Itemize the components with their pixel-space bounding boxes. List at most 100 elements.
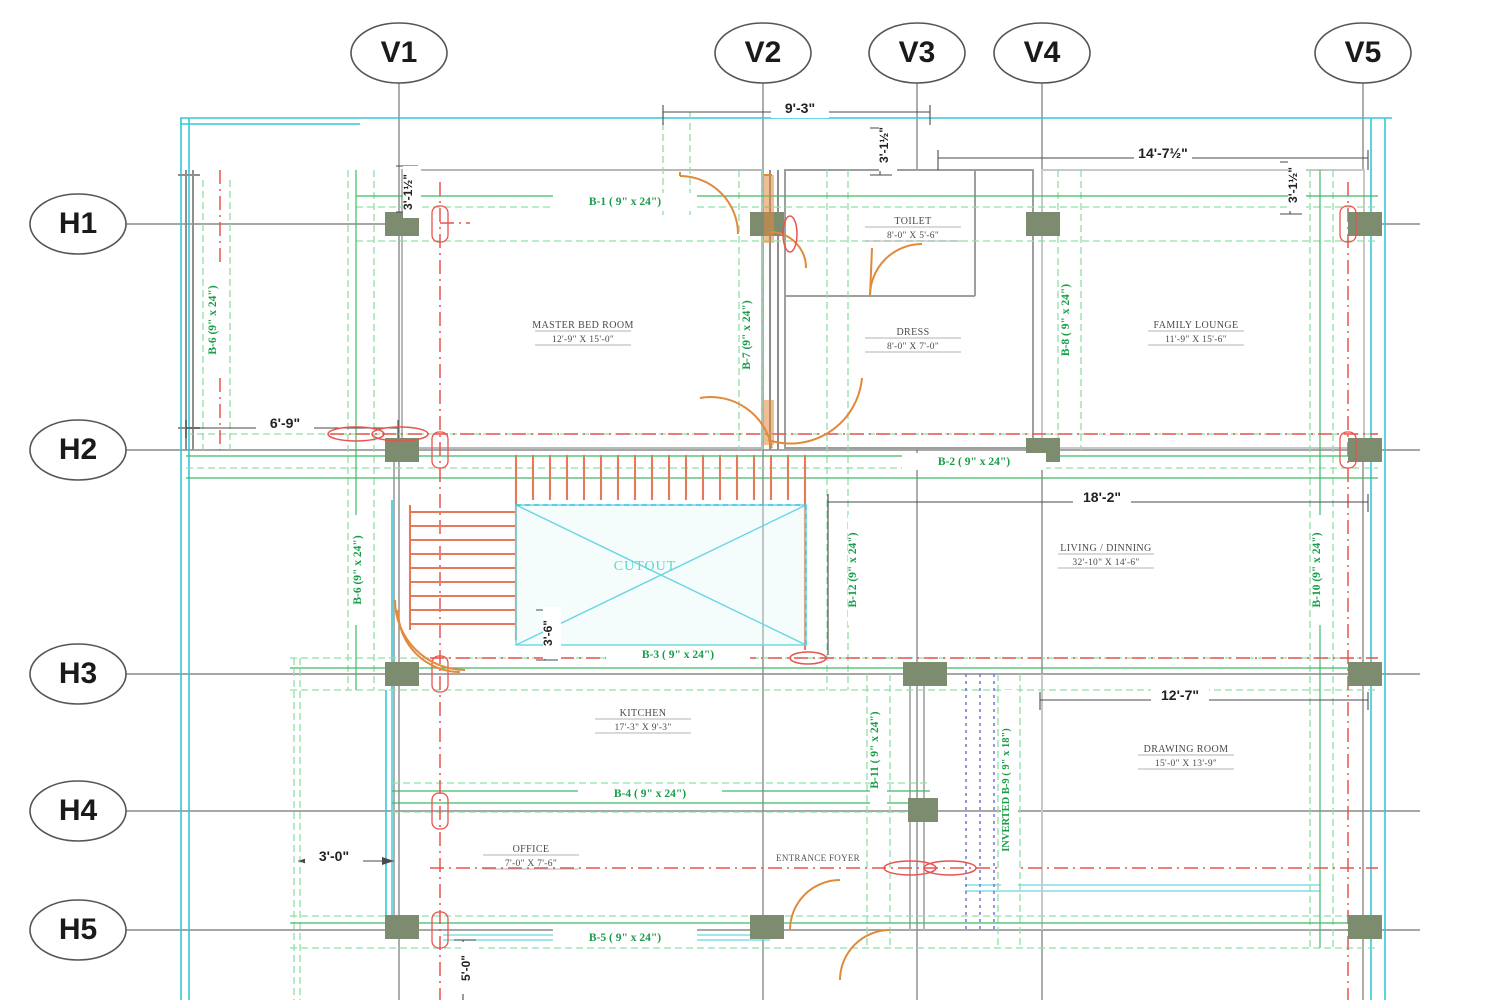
- beam-label-backdrop: [870, 695, 887, 805]
- staircase: [408, 455, 807, 650]
- entrance-foyer-label: ENTRANCE FOYER: [776, 853, 860, 863]
- room-dimension: 15'-0" X 13'-9": [1155, 759, 1217, 769]
- grid-bubble-label: V1: [381, 36, 418, 69]
- vertical-beam-label: INVERTED B-9 ( 9" x 18"): [1001, 728, 1012, 852]
- dimension-text-backdrop: [305, 848, 363, 866]
- dimension-text: 18'-2": [1083, 489, 1121, 505]
- room-dimension: 7'-0" X 7'-6": [505, 859, 557, 869]
- beam-label-backdrop: [578, 785, 722, 802]
- grid-bubble-label: H2: [59, 433, 97, 466]
- beam-label-backdrop: [742, 280, 759, 390]
- dimension-text: 3'-6": [541, 620, 555, 646]
- vertical-beam-label-group: B-6 (9" x 24") B-6 (9" x 24") B-7 (9" x 24…: [207, 265, 1329, 890]
- grid-bubble-v5[interactable]: [1314, 22, 1412, 84]
- grid-bubble-label: V5: [1345, 36, 1382, 69]
- grid-bubble-label: V4: [1024, 36, 1061, 69]
- horizontal-beam-label: B-2 ( 9" x 24"): [938, 456, 1010, 468]
- room-name: DRAWING ROOM: [1144, 744, 1229, 755]
- room-name: TOILET: [894, 216, 931, 227]
- dimension-text-backdrop: [1134, 145, 1192, 163]
- room-dimension: 32'-10" X 14'-6": [1072, 558, 1139, 568]
- grid-bubble-h4[interactable]: [29, 780, 127, 842]
- grid-bubble-label: V3: [899, 36, 936, 69]
- horizontal-beam-label-group: B-1 ( 9" x 24") B-2 ( 9" x 24") B-3 ( 9" x…: [553, 193, 1046, 946]
- dimension-text-backdrop: [879, 119, 897, 171]
- dimension-text: 14'-7½": [1138, 145, 1188, 161]
- vertical-beam-label: B-6 (9" x 24"): [207, 285, 219, 354]
- horizontal-beam-label: B-5 ( 9" x 24"): [589, 932, 661, 944]
- dimension-text-group: 9'-3" 3'-1½" 14'-7½" 3'-1½" 3'-1½" 6'-9" 18'-2…: [256, 100, 1306, 994]
- dimension-text: 9'-3": [785, 100, 815, 116]
- dimension-text-backdrop: [461, 942, 479, 994]
- red-arrow-markers: [327, 215, 977, 876]
- cutout-label: CUTOUT: [614, 559, 677, 574]
- grid-bubble-label: H4: [59, 794, 98, 827]
- dimension-text: 6'-9": [270, 415, 300, 431]
- vertical-beam-label: B-6 (9" x 24"): [352, 535, 364, 604]
- dimension-text-backdrop: [1151, 687, 1209, 705]
- dimension-text: 3'-0": [319, 848, 349, 864]
- beam-label-backdrop: [553, 193, 697, 210]
- vertical-beam-label: B-12 (9" x 24"): [847, 532, 859, 607]
- dimension-text-backdrop: [1288, 159, 1306, 211]
- grid-bubble-v2[interactable]: [714, 22, 812, 84]
- vertical-beam-label: B-10 (9" x 24"): [1311, 532, 1323, 607]
- room-dimension: 12'-9" X 15'-0": [552, 335, 614, 345]
- room-name: DRESS: [896, 327, 929, 338]
- room-dimension: 8'-0" X 7'-0": [887, 342, 939, 352]
- beam-label-backdrop: [1312, 515, 1329, 625]
- beam-label-backdrop: [848, 515, 865, 625]
- dimension-text: 5'-0": [459, 955, 473, 981]
- beam-label-backdrop: [553, 929, 697, 946]
- room-label-group: MASTER BED ROOM 12'-9" X 15'-0" TOILET 8'-0…: [483, 216, 1244, 870]
- grid-bubble-h3[interactable]: [29, 643, 127, 705]
- grid-bubble-label: H1: [59, 207, 97, 240]
- horizontal-beam-label: B-3 ( 9" x 24"): [642, 649, 714, 661]
- columns: [385, 212, 1382, 939]
- grid-bubble-label: H3: [59, 657, 97, 690]
- cutout-dash-outline: [516, 504, 807, 648]
- cutout-region: [515, 504, 807, 646]
- beam-label-backdrop: [606, 646, 750, 663]
- room-name: MASTER BED ROOM: [532, 320, 634, 331]
- vertical-beam-label: B-8 ( 9" x 24"): [1060, 284, 1072, 356]
- room-dimension: 11'-9" X 15'-6": [1165, 335, 1227, 345]
- dimension-text-backdrop: [771, 100, 829, 118]
- horizontal-beam-label: B-1 ( 9" x 24"): [589, 196, 661, 208]
- grid-bubble-h2[interactable]: [29, 419, 127, 481]
- grid-bubble-v4[interactable]: [993, 22, 1091, 84]
- dimension-text: 3'-1½": [401, 174, 415, 210]
- inverted-beam-blue-dots: [965, 674, 995, 930]
- beam-label-backdrop: [1061, 265, 1078, 375]
- cyan-slab-outline: [180, 117, 1392, 1000]
- room-name: LIVING / DINNING: [1060, 543, 1151, 554]
- grid-bubble-v3[interactable]: [868, 22, 966, 84]
- horizontal-beam-label: B-4 ( 9" x 24"): [614, 788, 686, 800]
- grid-bubble-v1[interactable]: [350, 22, 448, 84]
- dimension-text: 3'-1½": [877, 127, 891, 163]
- dimension-text-backdrop: [403, 166, 421, 218]
- grid-bubble-label: H5: [59, 913, 97, 946]
- room-dimension: 17'-3" X 9'-3": [614, 723, 671, 733]
- vertical-beam-label: B-11 ( 9" x 24"): [869, 711, 881, 788]
- grid-bubble-h5[interactable]: [29, 899, 127, 961]
- dimension-text-backdrop: [543, 607, 561, 659]
- dimension-text-backdrop: [1073, 489, 1131, 507]
- vertical-beam-label: B-7 (9" x 24"): [741, 300, 753, 369]
- room-name: KITCHEN: [620, 708, 667, 719]
- room-dimension: 8'-0" X 5'-6": [887, 231, 939, 241]
- dimension-text-backdrop: [256, 415, 314, 433]
- column-reinforcement-outlines: [431, 205, 1357, 949]
- beam-label-backdrop: [208, 265, 225, 375]
- beam-label-backdrop: [353, 515, 370, 625]
- grid-bubble-label: V2: [745, 36, 782, 69]
- room-name: OFFICE: [513, 844, 550, 855]
- beam-label-backdrop: [1001, 690, 1018, 890]
- room-name: FAMILY LOUNGE: [1153, 320, 1238, 331]
- dimension-text: 3'-1½": [1286, 167, 1300, 203]
- grid-bubble-h1[interactable]: [29, 193, 127, 255]
